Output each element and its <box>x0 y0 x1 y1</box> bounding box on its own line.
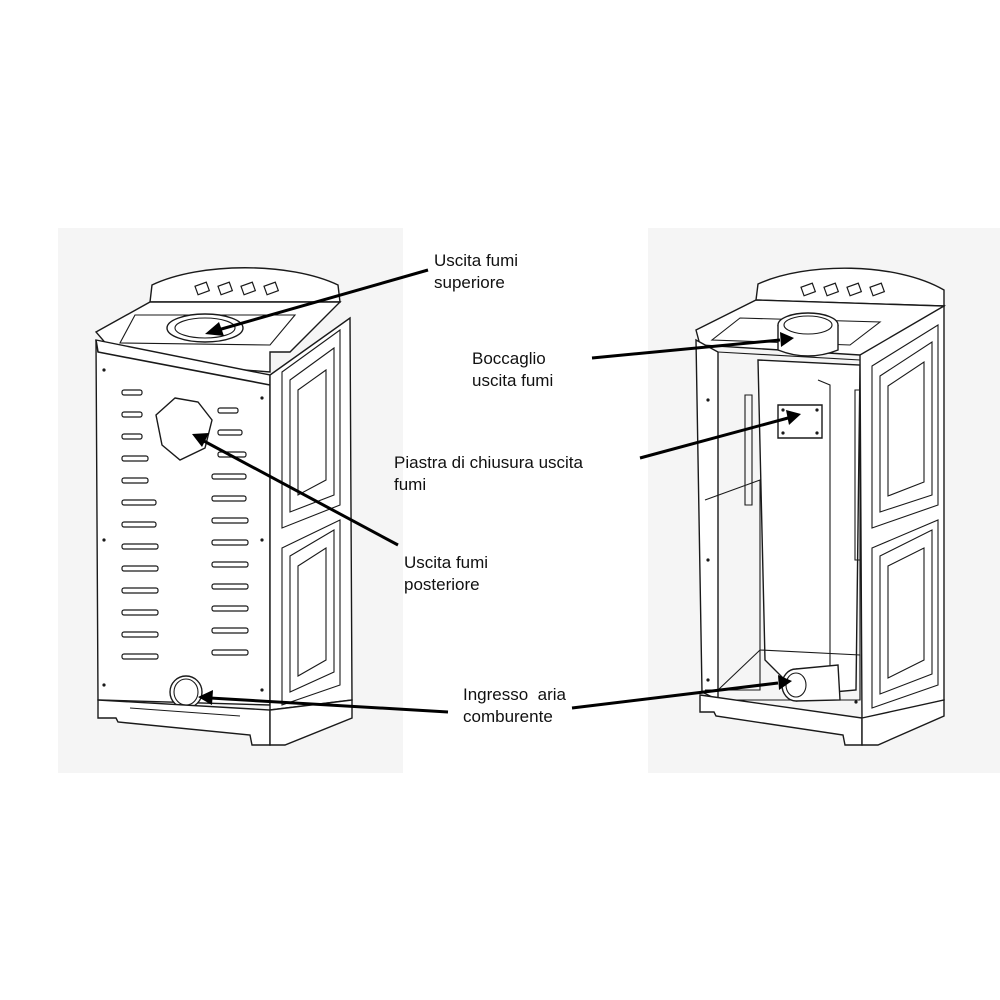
label-line-1: Boccaglio <box>472 349 546 368</box>
label-line-2: superiore <box>434 273 505 292</box>
label-line-2: posteriore <box>404 575 480 594</box>
label-line-2: uscita fumi <box>472 371 554 390</box>
stove-rear-closed <box>94 267 353 746</box>
label-ingresso-aria-comburente: Ingresso aria comburente <box>463 684 566 728</box>
label-boccaglio-uscita-fumi: Boccaglio uscita fumi <box>472 348 553 392</box>
label-line-1: Ingresso aria <box>463 685 566 704</box>
label-line-1: Uscita fumi <box>434 251 519 270</box>
label-line-2: fumi <box>394 475 427 494</box>
label-line-1: Piastra di chiusura uscita <box>394 453 583 472</box>
stove-rear-open <box>695 267 946 746</box>
label-line-2: comburente <box>463 707 553 726</box>
leader-arrows <box>192 268 801 714</box>
label-line-1: Uscita fumi <box>404 553 489 572</box>
label-piastra-chiusura: Piastra di chiusura uscita fumi <box>394 452 583 496</box>
label-uscita-fumi-superiore: Uscita fumi superiore <box>434 250 518 294</box>
label-uscita-fumi-posteriore: Uscita fumi posteriore <box>404 552 488 596</box>
